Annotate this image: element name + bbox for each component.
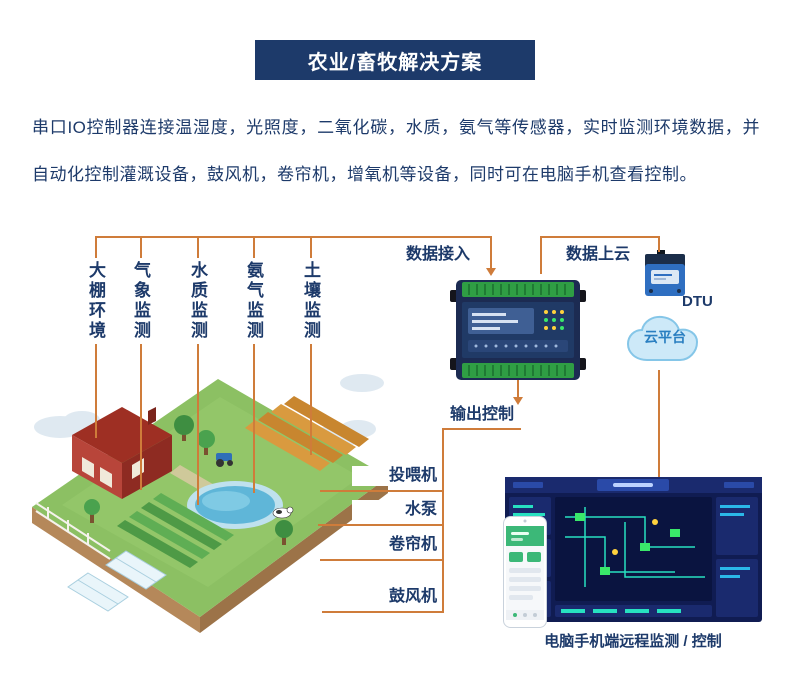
output-control-label: 输出控制 [443,405,521,425]
output-label-pump: 水泵 [352,500,437,520]
description-text: 串口IO控制器连接温湿度，光照度，二氧化碳，水质，氨气等传感器，实时监测环境数据… [32,118,760,184]
connector-top-right [540,236,660,238]
sensor-label-ammonia: 氨气监测 [242,258,264,344]
output-label-shutter: 卷帘机 [352,535,437,555]
fence [35,502,111,560]
data-access-arrow-icon [486,268,496,276]
sensor-line-2 [140,238,142,490]
output-control-underline [443,428,521,430]
pond [187,481,283,529]
data-to-cloud-label: 数据上云 [556,245,640,265]
remote-monitoring-caption: 电脑手机端远程监测 / 控制 [544,633,722,650]
cloud-line-to-dtu [658,236,660,252]
sensor-line-5 [310,238,312,455]
pump-line [318,524,444,526]
crop-rows-green [117,493,234,568]
output-label-blower: 鼓风机 [352,587,437,607]
feeder-line [320,490,444,492]
output-label-feeder: 投喂机 [352,466,437,486]
sensor-label-weather: 气象监测 [129,258,151,344]
io-controller-device [450,280,586,380]
cow [272,506,294,519]
trees [84,415,293,545]
pc-dashboard-screenshot [505,477,762,622]
cloud-platform-icon [626,315,699,361]
greenhouses [67,550,167,612]
data-access-line [490,236,492,268]
cloud-to-dashboard-line [658,370,660,477]
data-access-label: 数据接入 [396,245,480,265]
cloud-line-left [540,236,542,274]
sensor-line-4 [253,238,255,493]
farmhouse [72,407,172,499]
output-control-arrow-icon [513,397,523,405]
tractor [216,453,233,467]
phone-app-screenshot [503,516,547,628]
farm-illustration [32,374,388,633]
crop-rows-orange [245,396,369,471]
output-connector-vertical [442,428,444,613]
dtu-label: DTU [682,293,713,310]
output-control-line [517,380,519,397]
shutter-line [320,559,444,561]
cloud-platform-label: 云平台 [644,329,686,345]
dtu-device [645,250,685,296]
sensor-label-water-quality: 水质监测 [186,258,208,344]
page-title: 农业/畜牧解决方案 [255,40,535,80]
sensor-label-greenhouse-env: 大棚环境 [84,258,106,344]
connector-top-left [95,236,492,238]
blower-line [322,611,444,613]
sensor-label-soil: 土壤监测 [299,258,321,344]
sensor-line-3 [197,238,199,505]
